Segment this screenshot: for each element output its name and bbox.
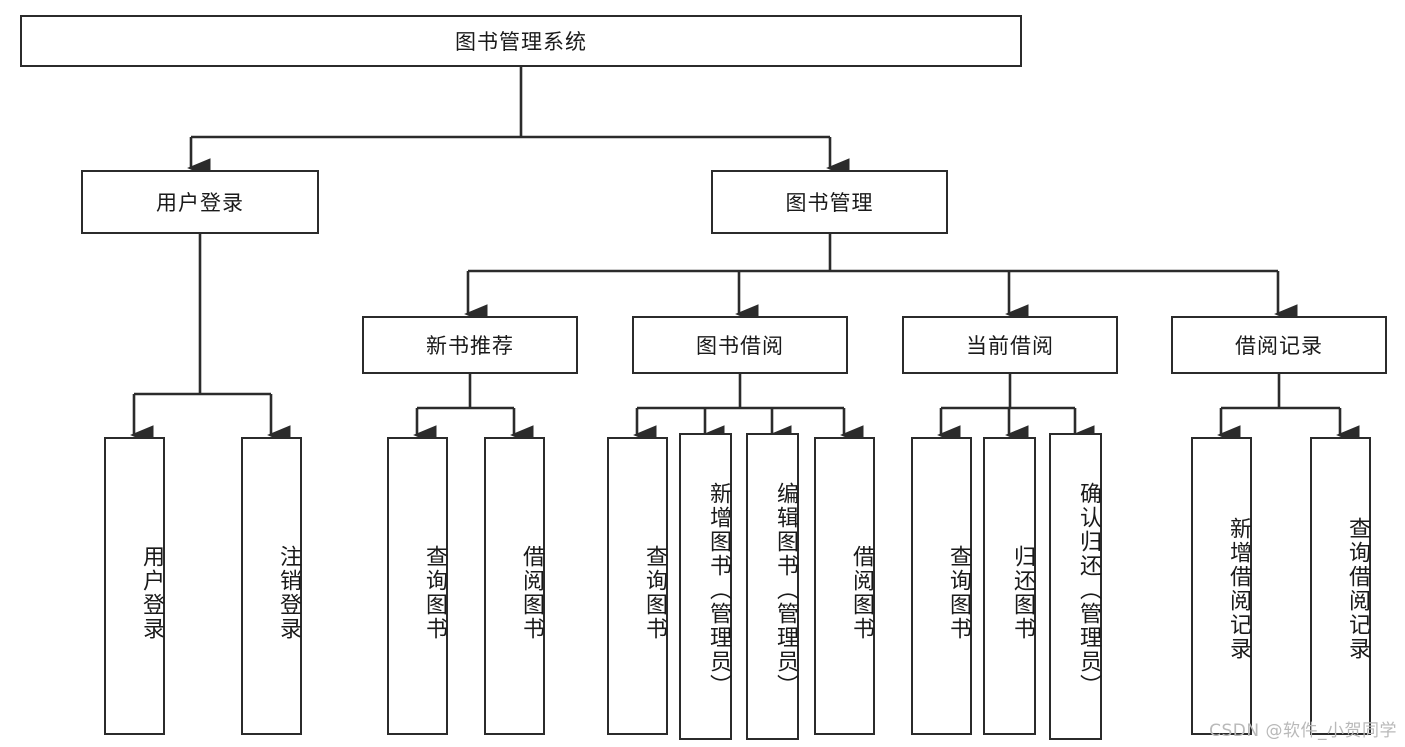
node-leaf-用户登录[interactable]: 用户登录 bbox=[104, 437, 165, 735]
node-label: 注销登录 bbox=[276, 545, 301, 641]
node-label: 查询借阅记录 bbox=[1345, 517, 1370, 661]
node-leaf-编辑图书管理员[interactable]: 编辑图书（管理员） bbox=[746, 433, 799, 740]
node-root-图书管理系统[interactable]: 图书管理系统 bbox=[20, 15, 1022, 67]
node-l3-借阅记录[interactable]: 借阅记录 bbox=[1171, 316, 1387, 374]
node-leaf-查询图书[interactable]: 查询图书 bbox=[387, 437, 448, 735]
node-leaf-借阅图书[interactable]: 借阅图书 bbox=[814, 437, 875, 735]
node-label: 图书管理 bbox=[785, 191, 874, 215]
node-label: 确认归还（管理员） bbox=[1076, 481, 1101, 698]
csdn-watermark: CSDN @软件_小贺同学 bbox=[1209, 721, 1397, 741]
node-label: 图书管理系统 bbox=[455, 30, 587, 54]
node-label: 用户登录 bbox=[139, 545, 164, 641]
node-label: 当前借阅 bbox=[966, 334, 1054, 358]
node-leaf-确认归还管理员[interactable]: 确认归还（管理员） bbox=[1049, 433, 1102, 740]
node-l2-用户登录[interactable]: 用户登录 bbox=[81, 170, 319, 234]
node-label: 新增图书（管理员） bbox=[706, 481, 731, 698]
node-leaf-注销登录[interactable]: 注销登录 bbox=[241, 437, 302, 735]
node-leaf-查询图书[interactable]: 查询图书 bbox=[607, 437, 668, 735]
node-leaf-新增图书管理员[interactable]: 新增图书（管理员） bbox=[679, 433, 732, 740]
node-label: 借阅图书 bbox=[849, 545, 874, 641]
node-l2-图书管理[interactable]: 图书管理 bbox=[711, 170, 948, 234]
node-leaf-归还图书[interactable]: 归还图书 bbox=[983, 437, 1036, 735]
node-l3-新书推荐[interactable]: 新书推荐 bbox=[362, 316, 578, 374]
node-label: 查询图书 bbox=[946, 545, 971, 641]
node-label: 新增借阅记录 bbox=[1226, 517, 1251, 661]
node-label: 借阅图书 bbox=[519, 545, 544, 641]
node-label: 新书推荐 bbox=[426, 334, 514, 358]
node-label: 图书借阅 bbox=[696, 334, 784, 358]
node-label: 查询图书 bbox=[422, 545, 447, 641]
node-label: 编辑图书（管理员） bbox=[773, 481, 798, 698]
node-label: 用户登录 bbox=[156, 191, 244, 215]
node-label: 查询图书 bbox=[642, 545, 667, 641]
node-leaf-查询借阅记录[interactable]: 查询借阅记录 bbox=[1310, 437, 1371, 735]
node-label: 归还图书 bbox=[1010, 545, 1035, 641]
node-leaf-借阅图书[interactable]: 借阅图书 bbox=[484, 437, 545, 735]
node-label: 借阅记录 bbox=[1235, 334, 1323, 358]
node-leaf-查询图书[interactable]: 查询图书 bbox=[911, 437, 972, 735]
node-leaf-新增借阅记录[interactable]: 新增借阅记录 bbox=[1191, 437, 1252, 735]
node-l3-当前借阅[interactable]: 当前借阅 bbox=[902, 316, 1118, 374]
node-l3-图书借阅[interactable]: 图书借阅 bbox=[632, 316, 848, 374]
